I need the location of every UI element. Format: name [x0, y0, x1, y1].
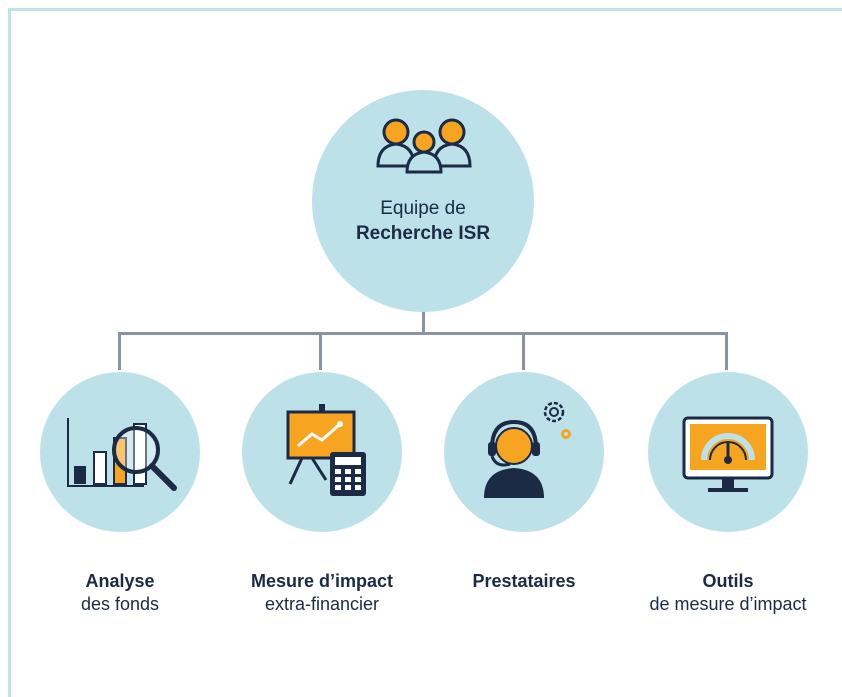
label-mesure-impact: Mesure d’impact extra-financier — [212, 570, 432, 616]
team-icon — [376, 118, 472, 174]
label-analyse-title: Analyse — [85, 571, 155, 591]
label-analyse-subtitle: des fonds — [80, 594, 160, 614]
node-analyse — [40, 372, 200, 532]
presentation-calculator-icon — [286, 404, 366, 496]
diagram-frame — [8, 8, 842, 697]
label-outils-subtitle: de mesure d’impact — [649, 594, 807, 614]
monitor-gauge-icon — [682, 416, 774, 492]
connector-branch-1 — [118, 332, 121, 370]
node-mesure-impact — [242, 372, 402, 532]
support-agent-icon — [484, 401, 571, 498]
label-outils: Outils de mesure d’impact — [618, 570, 838, 616]
root-node: Equipe de Recherche ISR — [312, 90, 534, 312]
node-outils — [648, 372, 808, 532]
node-prestataires — [444, 372, 604, 532]
connector-branch-4 — [725, 332, 728, 370]
label-outils-title: Outils — [702, 571, 754, 591]
root-title-line2: Recherche ISR — [355, 223, 491, 244]
label-prestataires: Prestataires — [414, 570, 634, 593]
connector-horizontal — [118, 332, 728, 335]
root-title-line1: Equipe de — [380, 198, 466, 219]
chart-magnifier-icon — [67, 418, 177, 491]
connector-branch-3 — [522, 332, 525, 370]
label-analyse: Analyse des fonds — [10, 570, 230, 616]
connector-branch-2 — [319, 332, 322, 370]
label-mesure-impact-subtitle: extra-financier — [264, 594, 380, 614]
label-prestataires-title: Prestataires — [472, 571, 576, 591]
connector-root-stem — [422, 312, 425, 334]
label-mesure-impact-title: Mesure d’impact — [250, 571, 394, 591]
